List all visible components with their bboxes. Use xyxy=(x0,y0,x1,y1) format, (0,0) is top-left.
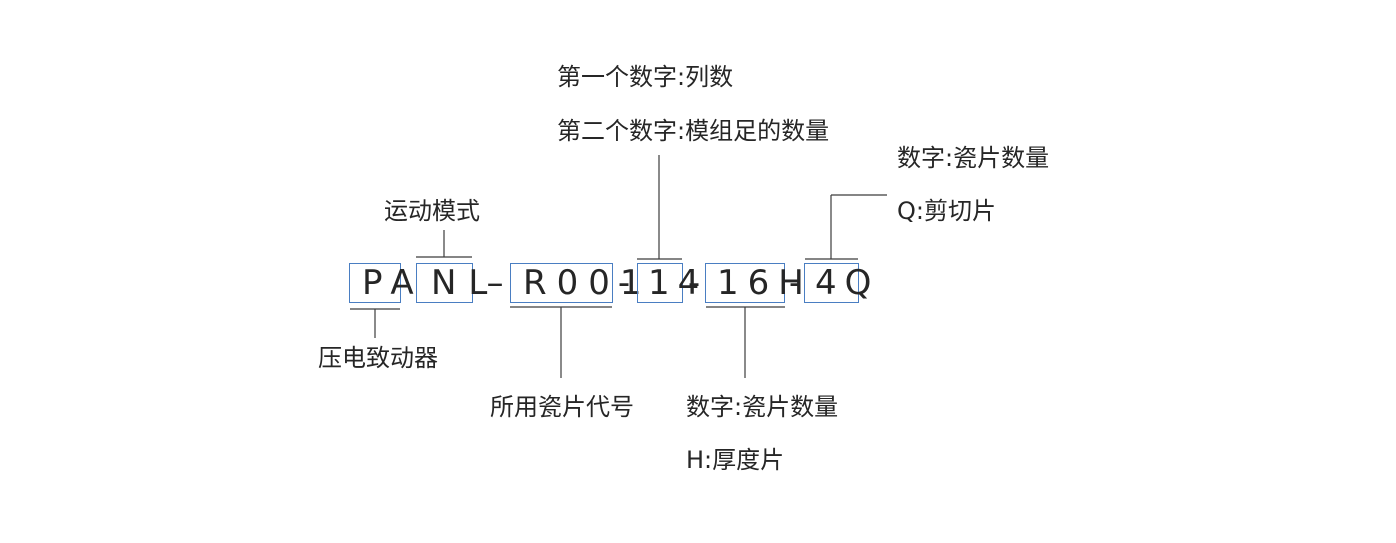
label-14-line1: 第一个数字:列数 xyxy=(557,63,734,91)
segment-14-text: 14 xyxy=(648,263,708,303)
separator-2: - xyxy=(617,263,631,303)
segment-4q-text: 4Q xyxy=(815,263,880,303)
segment-16h-text: 16H xyxy=(717,263,813,303)
label-14-line2: 第二个数字:模组足的数量 xyxy=(557,117,830,145)
segment-r001: R001 xyxy=(510,263,642,303)
segment-14: 14 xyxy=(637,263,699,303)
segment-r001-text: R001 xyxy=(523,263,652,303)
label-4q-line1: 数字:瓷片数量 xyxy=(897,144,1050,172)
segment-nl: NL xyxy=(416,263,487,303)
label-16h-line2: H:厚度片 xyxy=(686,446,785,474)
label-4q-line2: Q:剪切片 xyxy=(897,197,996,225)
separator-4: - xyxy=(788,263,802,303)
separator-3: - xyxy=(687,263,701,303)
segment-nl-text: NL xyxy=(431,263,500,303)
segment-16h: 16H xyxy=(705,263,804,303)
label-r001: 所用瓷片代号 xyxy=(490,393,634,421)
label-nl: 运动模式 xyxy=(384,197,480,225)
segment-pa-text: PA xyxy=(362,263,424,303)
label-pa: 压电致动器 xyxy=(318,344,438,372)
label-16h-line1: 数字:瓷片数量 xyxy=(686,393,839,421)
segment-4q: 4Q xyxy=(804,263,871,303)
separator-1: – xyxy=(486,263,504,303)
segment-pa: PA xyxy=(349,263,414,303)
